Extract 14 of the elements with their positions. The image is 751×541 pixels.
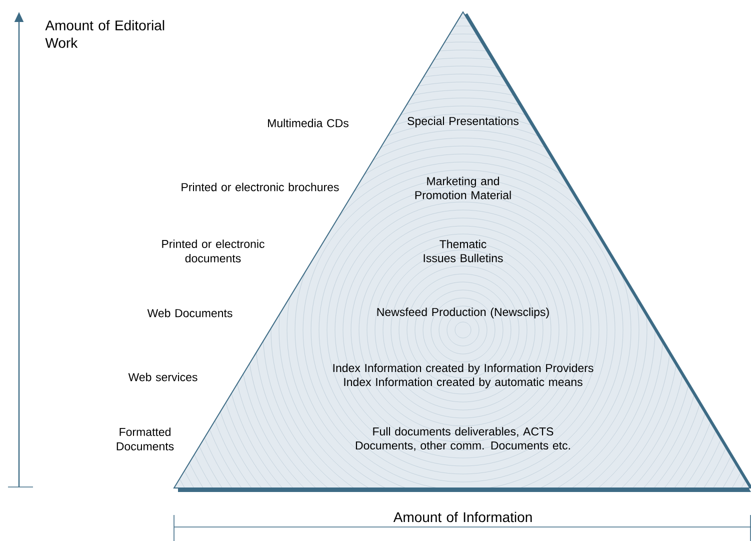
pyramid-level-text: Index Information created by Information Providers Index Information created by automatic means — [333, 364, 594, 388]
pyramid-level-text: Special Presentations — [408, 116, 518, 128]
axis-label: Amount of Editorial Work — [45, 20, 164, 48]
pyramid-level-text: Marketing and Promotion Material — [415, 176, 511, 200]
axis-label: Amount of Information — [393, 512, 532, 522]
side-label: Printed or electronic brochures — [182, 182, 339, 192]
side-label: Multimedia CDs — [268, 118, 348, 128]
side-label: Printed or electronic documents — [162, 240, 264, 262]
side-label: Web Documents — [147, 308, 232, 318]
side-label: Formatted Documents — [116, 428, 174, 450]
pyramid-level-text: Newsfeed Production (Newsclips) — [377, 308, 549, 318]
side-label: Web services — [128, 372, 198, 382]
pyramid-level-text: Thematic Issues Bulletins — [424, 240, 503, 262]
pyramid-level-text: Full documents deliverables, ACTS Documents, other comm. Documents etc. — [356, 427, 570, 451]
